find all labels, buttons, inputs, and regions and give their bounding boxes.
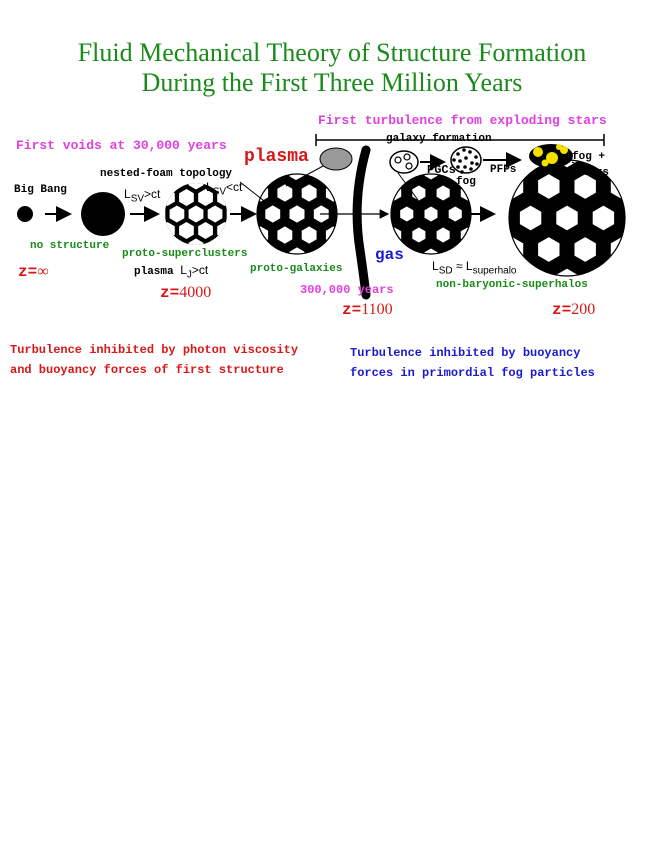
- plasma-label: plasma: [244, 147, 309, 167]
- big-bang-dot-icon: [17, 206, 33, 222]
- expanding-sphere-icon: [81, 192, 125, 236]
- left-note-line2: and buoyancy forces of first structure: [10, 363, 284, 377]
- lsv-gt-ct-label: LSV>ct: [124, 187, 161, 205]
- pgc-blob-icon: [389, 150, 419, 174]
- right-note-line1: Turbulence inhibited by buoyancy: [350, 346, 581, 360]
- page-title-line2: During the First Three Million Years: [141, 68, 523, 97]
- z-infinity-label: z=∞: [18, 263, 49, 281]
- lsv-lt-ct-label: LSV<ct: [206, 180, 243, 198]
- fog-stars-label-1: fog +: [572, 151, 606, 163]
- page-title-line1: Fluid Mechanical Theory of Structure For…: [77, 38, 587, 67]
- z-4000-label: z=4000: [160, 284, 212, 302]
- years-300k-label: 300,000 years: [300, 283, 394, 297]
- proto-superclusters-label: proto-superclusters: [122, 248, 248, 260]
- left-note-line1: Turbulence inhibited by photon viscosity: [10, 343, 299, 357]
- transition-curve: [352, 145, 371, 300]
- gas-foam-icon: [390, 173, 472, 255]
- z-200-label: z=200: [552, 301, 596, 319]
- fog-stars-label-2: stars: [576, 167, 610, 179]
- plasma-blob-icon: [319, 147, 353, 171]
- fog-small-label: fog: [456, 176, 476, 188]
- first-voids-label: First voids at 30,000 years: [16, 138, 227, 153]
- lsd-superhalo-label: LSD ≈ Lsuperhalo: [432, 259, 517, 277]
- big-bang-label: Big Bang: [14, 184, 67, 196]
- pgcs-label: PGCs: [427, 163, 456, 177]
- pfps-label: PFPs: [490, 164, 517, 176]
- proto-galaxies-label: proto-galaxies: [250, 263, 343, 275]
- first-turbulence-label: First turbulence from exploding stars: [318, 113, 607, 128]
- pfp-star-blob-icon: [529, 144, 573, 168]
- non-baryonic-label: non-baryonic-superhalos: [436, 279, 588, 291]
- plasma-lj-label: plasma LJ>ct: [134, 263, 209, 281]
- galaxy-formation-label: galaxy formation: [386, 133, 492, 145]
- z-1100-label: z=1100: [342, 301, 393, 319]
- right-note-line2: forces in primordial fog particles: [350, 366, 595, 380]
- fog-blob-icon: [452, 148, 479, 174]
- no-structure-label: no structure: [30, 240, 110, 252]
- gas-label: gas: [375, 246, 404, 264]
- nested-foam-label: nested-foam topology: [100, 168, 233, 180]
